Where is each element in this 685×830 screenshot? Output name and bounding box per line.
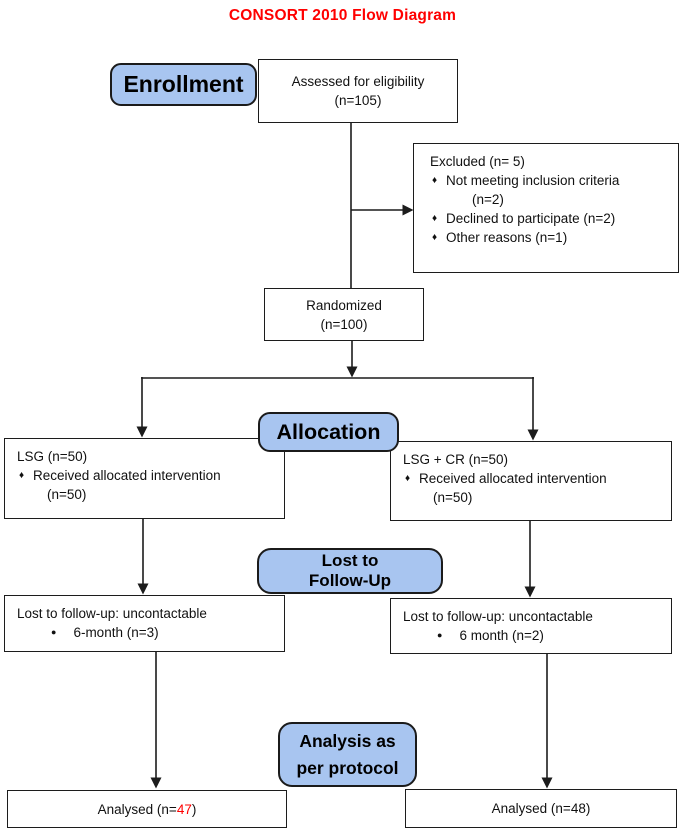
analysed-right-prefix: Analysed (n= <box>491 801 571 816</box>
allocation-left-title: LSG (n=50) <box>17 449 88 464</box>
lost-left-box: Lost to follow-up: uncontactable ● 6-mon… <box>4 595 285 652</box>
analysed-right-suffix: ) <box>585 801 591 816</box>
allocation-right-title: LSG + CR (n=50) <box>403 452 509 467</box>
analysed-right-box: Analysed (n=48) <box>405 789 677 828</box>
lost-label-line1: Lost to <box>321 551 379 570</box>
lost-right-box: Lost to follow-up: uncontactable ● 6 mon… <box>390 598 672 654</box>
round-bullet-icon: ● <box>437 630 443 640</box>
lost-label-line2: Follow-Up <box>308 571 392 590</box>
analysis-label-line1: Analysis as <box>299 730 396 751</box>
allocation-right-bullet-cont: (n=50) <box>433 490 473 505</box>
lost-right-bullet-text: 6 month (n=2) <box>459 628 544 643</box>
analysed-right-value: 48 <box>570 801 586 816</box>
diamond-bullet-icon: ♦ <box>18 470 25 481</box>
enrollment-label-text: Enrollment <box>123 71 244 97</box>
excluded-title: Excluded (n= 5) <box>430 154 525 169</box>
enrollment-label: Enrollment <box>110 63 257 106</box>
assessed-box: Assessed for eligibility (n=105) <box>258 59 458 123</box>
randomized-line1: Randomized <box>306 297 382 313</box>
allocation-right-bullet: ♦ Received allocated intervention <box>403 469 665 488</box>
diamond-bullet-icon: ♦ <box>404 473 411 484</box>
lost-right-line1: Lost to follow-up: uncontactable <box>403 609 593 624</box>
excluded-bullet-2-text: Declined to participate (n=2) <box>446 211 616 226</box>
excluded-box: Excluded (n= 5) ♦ Not meeting inclusion … <box>413 143 679 273</box>
diamond-bullet-icon: ♦ <box>431 213 438 224</box>
excluded-bullet-1-text: Not meeting inclusion criteria <box>446 173 620 188</box>
excluded-bullet-1-cont: (n=2) <box>472 192 504 207</box>
lost-left-bullet-text: 6-month (n=3) <box>73 625 159 640</box>
assessed-line2: (n=105) <box>334 93 382 108</box>
allocation-right-box: LSG + CR (n=50) ♦ Received allocated int… <box>390 441 672 521</box>
allocation-label: Allocation <box>258 412 399 452</box>
assessed-line1: Assessed for eligibility <box>291 74 425 89</box>
analysis-label: Analysis as per protocol <box>278 722 417 787</box>
excluded-bullet-3-text: Other reasons (n=1) <box>446 230 568 245</box>
lost-left-line1: Lost to follow-up: uncontactable <box>17 606 207 621</box>
round-bullet-icon: ● <box>51 627 57 637</box>
lost-right-bullet: ● 6 month (n=2) <box>403 626 665 645</box>
excluded-bullet-2: ♦ Declined to participate (n=2) <box>430 209 672 228</box>
diamond-bullet-icon: ♦ <box>431 232 438 243</box>
analysis-label-line2: per protocol <box>296 757 399 778</box>
allocation-label-text: Allocation <box>276 419 381 444</box>
analysed-left-prefix: Analysed (n= <box>97 801 177 817</box>
excluded-bullet-3: ♦ Other reasons (n=1) <box>430 228 672 247</box>
allocation-left-bullet-cont: (n=50) <box>47 487 87 502</box>
allocation-left-box: LSG (n=50) ♦ Received allocated interven… <box>4 438 285 519</box>
allocation-left-bullet-text: Received allocated intervention <box>33 468 221 483</box>
lost-to-followup-label: Lost to Follow-Up <box>257 548 443 594</box>
excluded-bullet-1: ♦ Not meeting inclusion criteria <box>430 171 672 190</box>
diagram-title: CONSORT 2010 Flow Diagram <box>228 7 457 24</box>
diamond-bullet-icon: ♦ <box>431 175 438 186</box>
analysed-left-value: 47 <box>176 801 192 817</box>
lost-left-bullet: ● 6-month (n=3) <box>17 623 278 642</box>
randomized-box: Randomized (n=100) <box>264 288 424 341</box>
analysed-left-box: Analysed (n=47) <box>7 790 287 828</box>
randomized-line2: (n=100) <box>320 316 368 332</box>
allocation-right-bullet-text: Received allocated intervention <box>419 471 607 486</box>
allocation-left-bullet: ♦ Received allocated intervention <box>17 466 278 485</box>
analysed-left-suffix: ) <box>191 801 197 817</box>
